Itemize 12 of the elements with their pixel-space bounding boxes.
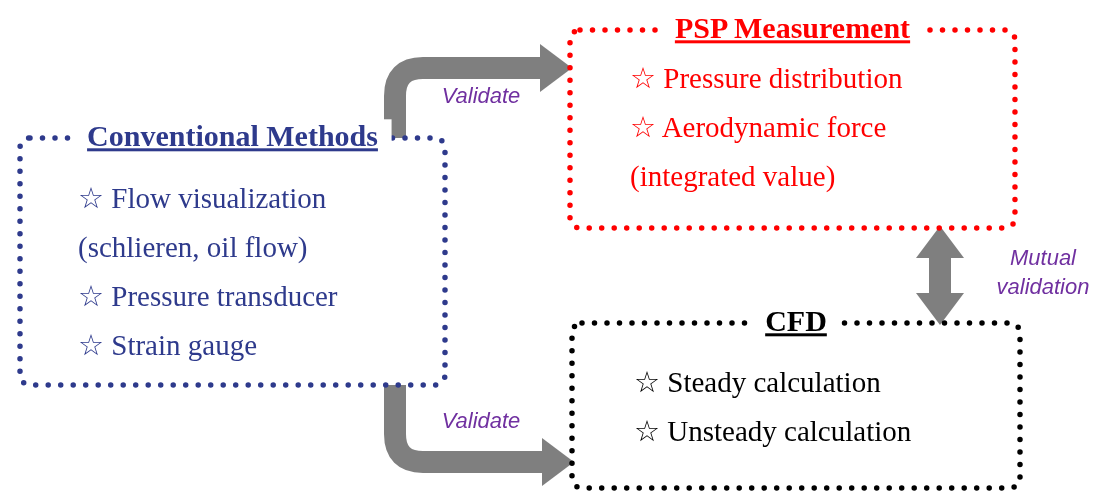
list-item: ☆ Flow visualization (schlieren, oil flow) xyxy=(78,181,328,265)
arrow xyxy=(384,44,572,138)
list-item: ☆ Steady calculation xyxy=(634,365,882,400)
list-item: ☆ Pressure transducer xyxy=(78,279,339,314)
list-item: ☆ Pressure distribution xyxy=(630,61,904,96)
list-item: ☆ Unsteady calculation xyxy=(634,414,913,449)
edge-label: Mutual validation xyxy=(995,244,1091,301)
arrow xyxy=(916,226,964,325)
edge-label: Validate xyxy=(440,82,522,110)
list-item: ☆ Aerodynamic force (integrated value) xyxy=(630,110,888,194)
list-item: ☆ Strain gauge xyxy=(78,328,258,363)
edge-label: Validate xyxy=(440,407,522,435)
